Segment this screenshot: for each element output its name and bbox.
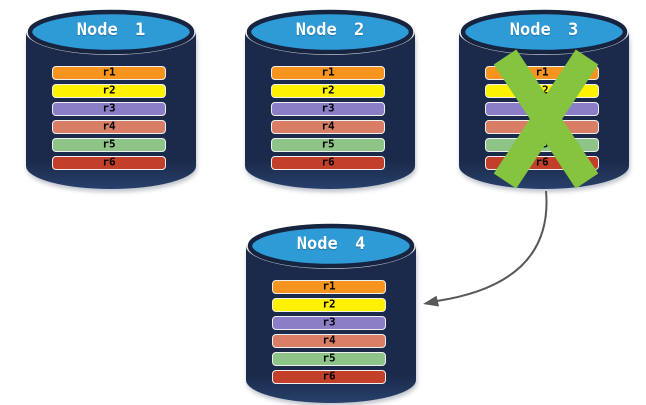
record-bar-r4: r4 — [485, 120, 599, 134]
record-label: r3 — [535, 101, 549, 115]
record-label: r3 — [321, 101, 335, 115]
node-title: Node 3 — [509, 20, 579, 40]
record-bar-r5: r5 — [485, 138, 599, 152]
record-label: r6 — [322, 369, 336, 383]
record-bar-r3: r3 — [271, 102, 385, 116]
record-stack: r1 r2 r3 r4 r5 r6 — [485, 66, 599, 170]
record-label: r2 — [102, 83, 116, 97]
node-title: Node 1 — [76, 20, 146, 40]
record-bar-r1: r1 — [485, 66, 599, 80]
record-stack: r1 r2 r3 r4 r5 r6 — [52, 66, 166, 170]
record-bar-r2: r2 — [272, 298, 386, 312]
record-bar-r1: r1 — [272, 280, 386, 294]
record-label: r4 — [102, 119, 116, 133]
record-bar-r1: r1 — [271, 66, 385, 80]
record-label: r2 — [322, 297, 336, 311]
record-label: r4 — [322, 333, 336, 347]
record-bar-r4: r4 — [272, 334, 386, 348]
record-label: r4 — [321, 119, 335, 133]
record-stack: r1 r2 r3 r4 r5 r6 — [272, 280, 386, 384]
record-bar-r2: r2 — [52, 84, 166, 98]
record-label: r6 — [535, 155, 549, 169]
record-label: r2 — [535, 83, 549, 97]
record-bar-r6: r6 — [272, 370, 386, 384]
record-bar-r6: r6 — [271, 156, 385, 170]
record-bar-r1: r1 — [52, 66, 166, 80]
record-label: r1 — [321, 65, 335, 79]
db-node-4: Node 4 r1 r2 r3 r4 r5 r6 — [242, 221, 420, 405]
db-node-2: Node 2 r1 r2 r3 r4 r5 r6 — [241, 7, 419, 191]
record-label: r1 — [322, 279, 336, 293]
record-bar-r2: r2 — [485, 84, 599, 98]
record-bar-r3: r3 — [485, 102, 599, 116]
db-node-3: Node 3 r1 r2 r3 r4 r5 r6 — [455, 7, 633, 191]
record-label: r1 — [102, 65, 116, 79]
record-label: r3 — [322, 315, 336, 329]
record-label: r2 — [321, 83, 335, 97]
record-bar-r5: r5 — [52, 138, 166, 152]
record-stack: r1 r2 r3 r4 r5 r6 — [271, 66, 385, 170]
record-bar-r5: r5 — [272, 352, 386, 366]
record-label: r6 — [321, 155, 335, 169]
record-bar-r4: r4 — [271, 120, 385, 134]
record-bar-r4: r4 — [52, 120, 166, 134]
record-bar-r3: r3 — [52, 102, 166, 116]
record-label: r4 — [535, 119, 549, 133]
record-label: r5 — [535, 137, 549, 151]
record-bar-r3: r3 — [272, 316, 386, 330]
node-title: Node 2 — [295, 20, 365, 40]
db-node-1: Node 1 r1 r2 r3 r4 r5 r6 — [22, 7, 200, 191]
record-bar-r6: r6 — [485, 156, 599, 170]
record-label: r6 — [102, 155, 116, 169]
record-bar-r6: r6 — [52, 156, 166, 170]
record-label: r5 — [321, 137, 335, 151]
node-title: Node 4 — [296, 234, 366, 254]
record-label: r5 — [102, 137, 116, 151]
record-label: r1 — [535, 65, 549, 79]
record-bar-r5: r5 — [271, 138, 385, 152]
record-bar-r2: r2 — [271, 84, 385, 98]
record-label: r5 — [322, 351, 336, 365]
record-label: r3 — [102, 101, 116, 115]
